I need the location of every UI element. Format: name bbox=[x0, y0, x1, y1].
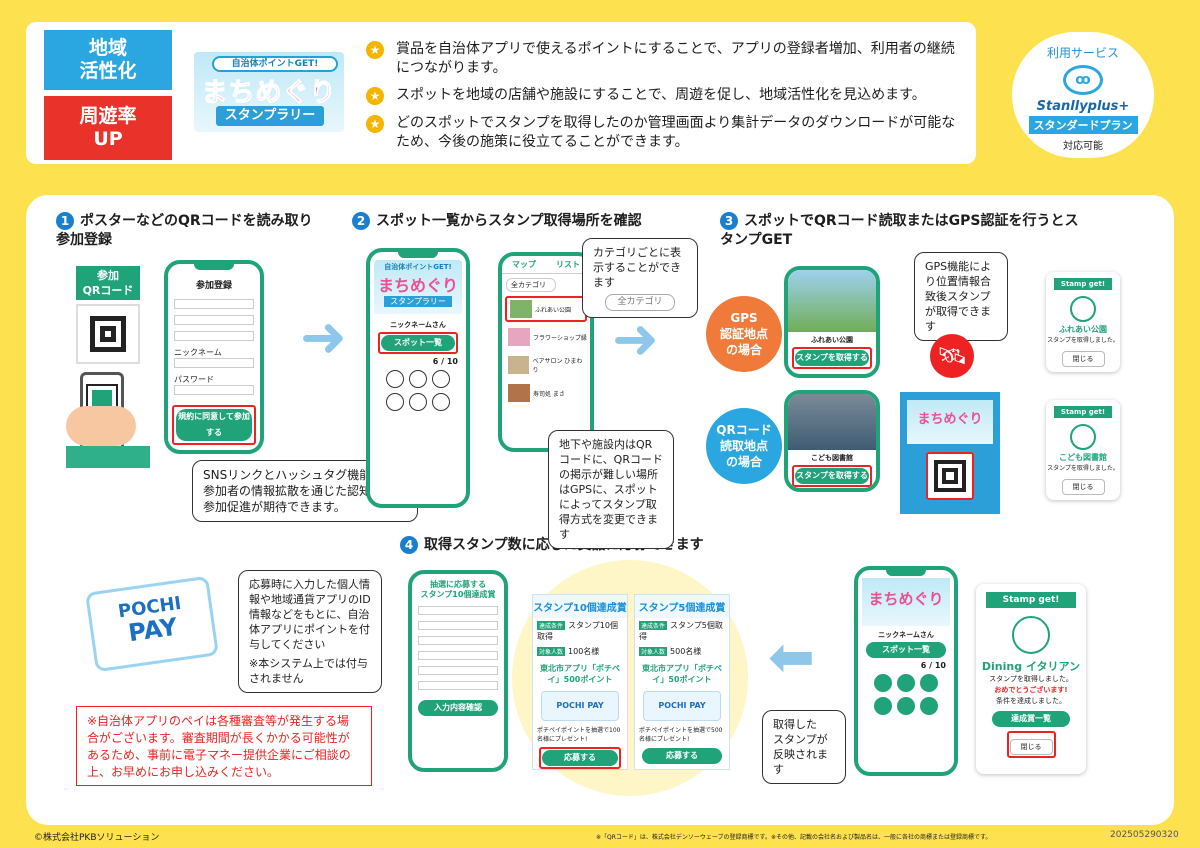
star-icon: ★ bbox=[366, 115, 384, 133]
pochi-pay-logo: POCHI PAY bbox=[541, 691, 619, 721]
reflect-bubble: 取得したスタンプが反映されます bbox=[762, 710, 846, 784]
form-field[interactable] bbox=[418, 606, 498, 615]
doc-code: 202505290320 bbox=[1110, 830, 1179, 840]
form-field[interactable] bbox=[418, 621, 498, 630]
close-button[interactable]: 閉じる bbox=[1061, 479, 1105, 495]
park-photo bbox=[788, 270, 876, 332]
star-icon: ★ bbox=[366, 41, 384, 59]
spot-item[interactable]: 寿司処 まさ bbox=[505, 380, 587, 406]
arrow-left-icon: ⬅ bbox=[768, 625, 815, 690]
gps-bubble: GPS機能により位置情報合致後スタンプが取得できます bbox=[914, 252, 1008, 341]
qr-gps-bubble: 地下や施設内はQRコードに、QRコードの掲示が難しい場所はGPSに、スポットによ… bbox=[548, 430, 674, 549]
region-field[interactable] bbox=[174, 331, 254, 341]
spot-app-phone: 自治体ポイントGET! まちめぐり スタンプラリー ニックネームさん スポット一… bbox=[366, 248, 470, 508]
stamp-get-card-park: Stamp get! ふれあい公園 スタンプを取得しました。 閉じる bbox=[1046, 272, 1120, 372]
top-banner bbox=[26, 22, 976, 164]
trademark-note: ※「QRコード」は、株式会社デンソーウェーブの登録商標です。※その他、記載の会社… bbox=[596, 834, 992, 841]
arrow-right-icon: ➜ bbox=[612, 307, 659, 372]
apply-button-5[interactable]: 応募する bbox=[642, 748, 722, 764]
tag-regional-revitalization: 地域活性化 bbox=[44, 30, 172, 90]
pochi-pay-logo: POCHI PAY bbox=[643, 691, 721, 721]
qr-poster: まちめぐり bbox=[900, 392, 1000, 514]
category-bubble: カテゴリごとに表示することができます 全カテゴリ bbox=[582, 238, 698, 318]
close-button[interactable]: 閉じる bbox=[1009, 739, 1053, 755]
satellite-icon: 🛰 bbox=[930, 334, 974, 378]
gps-phone: ふれあい公園 スタンプを取得する bbox=[784, 266, 880, 378]
qr-code-poster bbox=[76, 304, 140, 364]
spot-item[interactable]: ふれあい公園 bbox=[505, 296, 587, 322]
star-icon: ★ bbox=[366, 87, 384, 105]
feature-1: ★賞品を自治体アプリで使えるポイントにすることで、アプリの登録者増加、利用者の継… bbox=[366, 40, 966, 78]
spot-list-button[interactable]: スポット一覧 bbox=[381, 335, 455, 351]
registration-phone: 参加登録 ニックネーム パスワード 規約に同意して参加する bbox=[164, 260, 264, 454]
stanlly-logo-icon: ꝏ bbox=[1063, 65, 1103, 95]
spot-item[interactable]: ベアサロン ひまわり bbox=[505, 352, 587, 378]
form-field[interactable] bbox=[418, 651, 498, 660]
application-form-phone: 抽選に応募するスタンプ10個達成賞 入力内容確認 bbox=[408, 570, 508, 772]
stamp-grid bbox=[858, 674, 954, 715]
library-photo bbox=[788, 394, 876, 450]
arrow-right-icon: ➜ bbox=[300, 305, 347, 370]
service-badge: 利用サービス ꝏ Stanllyplus+ スタンダードプラン 対応可能 bbox=[1012, 32, 1154, 158]
close-button[interactable]: 閉じる bbox=[1061, 351, 1105, 367]
copyright: ©株式会社PKBソリューション bbox=[34, 833, 160, 843]
hand-phone-illustration bbox=[66, 372, 150, 468]
gender-field[interactable] bbox=[174, 299, 254, 309]
qr-point-label: QRコード読取地点の場合 bbox=[706, 408, 782, 484]
qr-phone: こども図書館 スタンプを取得する bbox=[784, 390, 880, 492]
confirm-button[interactable]: 入力内容確認 bbox=[418, 700, 498, 716]
nickname-field[interactable] bbox=[174, 358, 254, 368]
feature-2: ★スポットを地域の店舗や施設にすることで、周遊を促し、地域活性化を見込めます。 bbox=[366, 86, 966, 105]
apply-button-10[interactable]: 応募する bbox=[542, 750, 618, 766]
dining-stamp-card: Stamp get! Dining イタリアン スタンプを取得しました。 おめで… bbox=[976, 584, 1086, 774]
stamp-reflect-phone: まちめぐり ニックネームさん スポット一覧 6 / 10 bbox=[854, 566, 958, 776]
form-field[interactable] bbox=[418, 681, 498, 690]
dining-stamp-icon bbox=[1012, 616, 1050, 654]
stamp-grid bbox=[370, 370, 466, 411]
form-field[interactable] bbox=[418, 666, 498, 675]
list-tab[interactable]: リスト bbox=[556, 260, 580, 269]
get-stamp-button-gps[interactable]: スタンプを取得する bbox=[795, 350, 869, 366]
pay-notice: ※自治体アプリのペイは各種審査等が発生する場合がございます。審査期間が長くかかる… bbox=[76, 706, 372, 786]
form-field[interactable] bbox=[418, 636, 498, 645]
map-tab[interactable]: マップ bbox=[512, 260, 536, 269]
points-bubble: 応募時に入力した個人情報や地域通貨アプリのID情報などをもとに、自治体アプリにポ… bbox=[238, 570, 382, 693]
award-list-button[interactable]: 達成賞一覧 bbox=[992, 711, 1070, 727]
password-field[interactable] bbox=[174, 385, 254, 395]
pochi-pay-card: POCHI PAY bbox=[85, 575, 219, 673]
feature-3: ★どのスポットでスタンプを取得したのか管理画面より集計データのダウンロードが可能… bbox=[366, 114, 966, 152]
spot-list-button[interactable]: スポット一覧 bbox=[866, 642, 946, 658]
spot-list-phone: マップ リスト 全カテゴリ ふれあい公園 フラワーショップ縁 ベアサロン ひまわ… bbox=[498, 252, 594, 452]
stamp-get-card-library: Stamp get! こども図書館 スタンプを取得しました。 閉じる bbox=[1046, 400, 1120, 500]
join-button[interactable]: 規約に同意して参加する bbox=[176, 409, 252, 441]
stamp-rally-logo: 自治体ポイントGET! まちめぐり スタンプラリー bbox=[194, 52, 344, 132]
spot-item[interactable]: フラワーショップ縁 bbox=[505, 324, 587, 350]
get-stamp-button-qr[interactable]: スタンプを取得する bbox=[795, 468, 869, 484]
age-field[interactable] bbox=[174, 315, 254, 325]
category-select[interactable]: 全カテゴリ bbox=[506, 278, 556, 292]
